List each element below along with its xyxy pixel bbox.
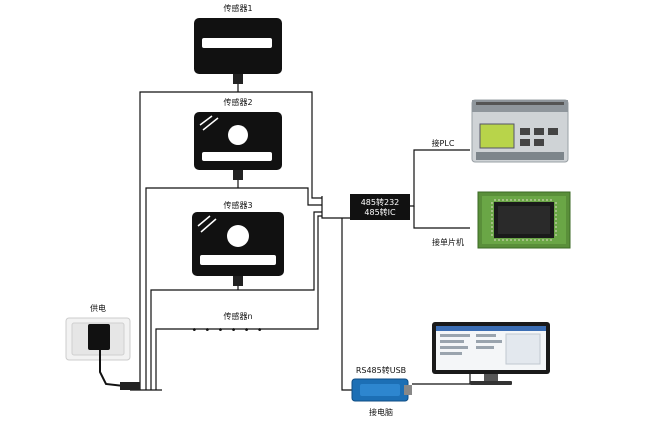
mcu-label: 接单片机 (432, 237, 464, 247)
wire-sensor2 (145, 187, 322, 390)
sensor-3-label: 传感器3 (223, 200, 252, 210)
converter-box (350, 194, 410, 220)
converter-line2: 485转IC (364, 207, 396, 217)
sensor-3-display (200, 255, 276, 265)
sensor-1: 传感器1 (194, 3, 282, 92)
plc-device: 接PLC (432, 99, 569, 163)
sensor-ellipsis: • • • • • • (191, 325, 264, 336)
sensor-n: 传感器n • • • • • • (191, 311, 264, 336)
sensor-2-connector (233, 170, 243, 180)
plc-screen (479, 123, 515, 149)
wire-plc (410, 149, 470, 207)
wires (130, 91, 471, 391)
sensor-1-connector (233, 74, 243, 84)
wire-sensor1 (139, 91, 322, 390)
wire-bus-join (321, 196, 350, 219)
sensor-3-connector (233, 276, 243, 286)
sensor-2-display (202, 152, 272, 161)
sensor-n-label: 传感器n (223, 311, 252, 321)
wire-sensor-n (155, 215, 322, 390)
usb-converter-label: RS485转USB (356, 365, 406, 375)
power-plug (120, 382, 140, 390)
computer-monitor (432, 322, 550, 385)
wire-usb (341, 218, 352, 391)
converter-485: 485转232 485转IC (350, 194, 410, 220)
sensor-2-label: 传感器2 (223, 97, 252, 107)
power-supply: 供电 (65, 303, 140, 390)
sensor-3-probe (227, 225, 249, 247)
sensor-1-label: 传感器1 (223, 3, 252, 13)
monitor-stand (470, 381, 512, 385)
sensor-3: 传感器3 (192, 200, 284, 290)
sensor-2: 传感器2 (194, 97, 282, 188)
sensor-2-probe (228, 125, 248, 145)
sensor-1-display (202, 38, 272, 48)
power-label: 供电 (90, 303, 106, 313)
wire-computer (412, 374, 471, 385)
computer-label: 接电脑 (369, 407, 393, 417)
mcu-board: 接单片机 (432, 191, 571, 249)
usb-converter: RS485转USB 接电脑 (351, 365, 412, 417)
power-adapter-icon (88, 324, 110, 350)
converter-line1: 485转232 (361, 197, 400, 207)
wire-mcu (413, 206, 470, 229)
usb-plug (404, 385, 412, 395)
wire-sensor3 (150, 211, 322, 390)
plc-label: 接PLC (432, 138, 455, 148)
